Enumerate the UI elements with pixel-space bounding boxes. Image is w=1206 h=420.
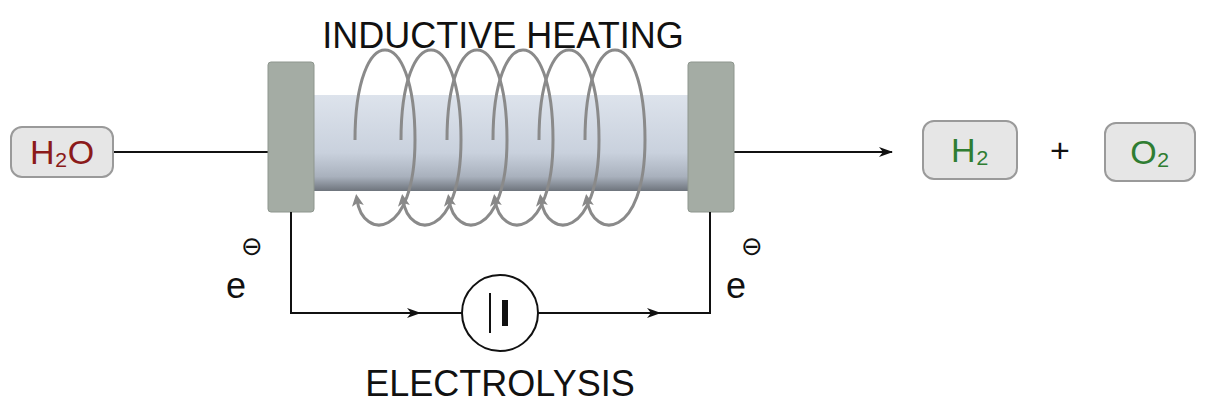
battery-plate	[502, 300, 508, 326]
electron-label: e	[226, 268, 246, 304]
plus-sign: +	[1050, 133, 1070, 167]
coil-winding	[355, 50, 645, 225]
heading-label: ELECTROLYSIS	[365, 366, 634, 402]
reactor-tube	[312, 95, 692, 191]
right-electrode	[688, 62, 734, 212]
battery-symbol	[462, 275, 538, 351]
species-formula: H₂	[951, 133, 989, 167]
wire	[538, 212, 710, 313]
electron-label: e	[726, 268, 746, 304]
coil-loop	[447, 50, 507, 140]
coil-loop	[539, 50, 599, 140]
species-box: H₂	[922, 120, 1018, 180]
battery-plate	[489, 293, 491, 333]
coil-loop	[401, 50, 461, 140]
coil-loop	[493, 50, 553, 140]
coil-loop	[585, 50, 645, 140]
species-formula: H₂O	[30, 135, 94, 169]
coil-loop	[355, 50, 415, 140]
wire	[291, 212, 462, 313]
coil-loop	[587, 140, 645, 225]
species-box: H₂O	[10, 126, 114, 178]
current-arrow	[370, 312, 420, 314]
charge-sign: ⊖	[741, 233, 763, 259]
species-formula: O₂	[1130, 135, 1170, 169]
current-arrow	[610, 312, 660, 314]
heading-label: INDUCTIVE HEATING	[322, 18, 683, 54]
left-electrode	[268, 62, 314, 212]
species-box: O₂	[1104, 122, 1196, 182]
charge-sign: ⊖	[241, 233, 263, 259]
